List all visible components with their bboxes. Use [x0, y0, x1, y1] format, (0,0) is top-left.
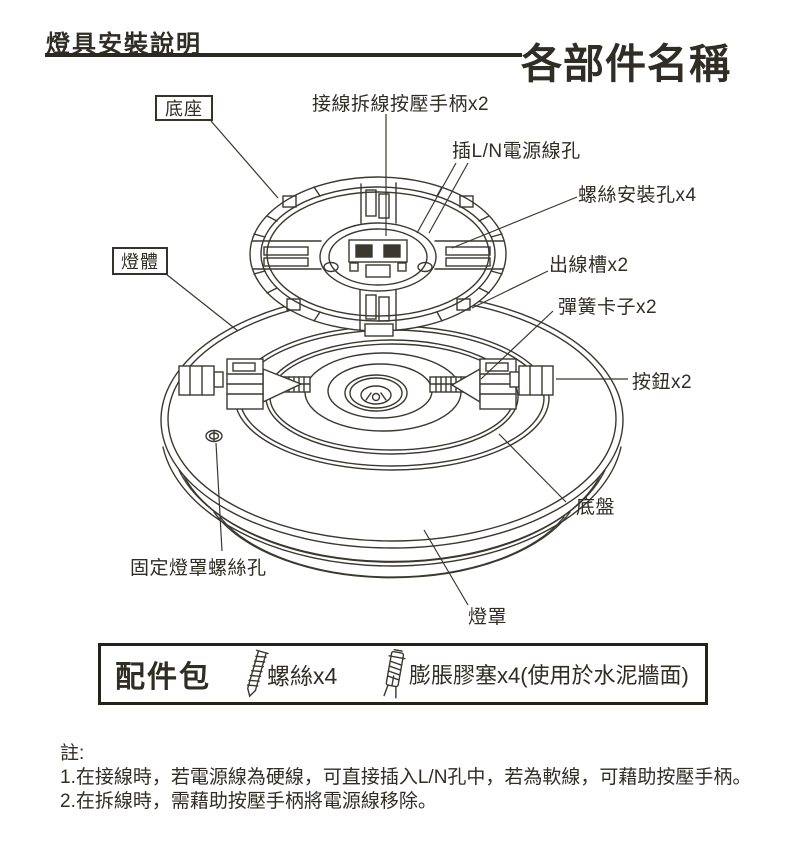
section-title: 各部件名稱: [521, 41, 731, 87]
leader-mount-base: [210, 120, 279, 199]
callout-lamp-body: 燈體: [112, 247, 168, 275]
leader-screw-mount-holes: [451, 196, 578, 249]
accessory-box: 配件包 螺絲x4: [98, 643, 708, 705]
leader-base-plate: [498, 433, 567, 503]
screw-icon: [246, 649, 269, 698]
callout-button: 按鈕x2: [632, 372, 693, 393]
leader-lamp-body: [165, 273, 239, 332]
callout-wire-outlet-slot: 出線槽x2: [549, 255, 629, 276]
leader-ln-hole-b: [428, 162, 469, 234]
callout-fix-screw-hole: 固定燈罩螺絲孔: [130, 558, 267, 579]
anchor-icon: [383, 648, 406, 699]
leader-lampshade: [423, 529, 469, 606]
footnote-line-1: 1.在接線時，若電源線為硬線，可直接插入L/N孔中，若為軟線，可藉助按壓手柄。: [60, 767, 752, 788]
accessory-anchor-label: 膨脹膠塞x4(使用於水泥牆面): [409, 663, 689, 688]
footnote-line-2: 2.在拆線時，需藉助按壓手柄將電源線移除。: [60, 791, 437, 812]
callout-ln-hole: 插L/N電源線孔: [452, 141, 581, 162]
leader-fix-screw-hole: [215, 442, 223, 552]
footnote-heading: 註:: [60, 743, 85, 764]
leader-ln-hole-a: [416, 162, 457, 234]
callout-press-handle: 接線拆線按壓手柄x2: [312, 94, 490, 115]
callout-base-plate: 底盤: [576, 497, 616, 518]
mount-base-drawing: [249, 176, 507, 337]
leader-wire-outlet-slot: [471, 270, 549, 309]
accessory-screw-label: 螺絲x4: [267, 663, 338, 689]
callout-spring-clip: 彈簧卡子x2: [558, 297, 658, 318]
leader-lines: [165, 114, 628, 606]
callout-screw-mount-holes: 螺絲安裝孔x4: [578, 185, 697, 206]
callout-mount-base: 底座: [155, 95, 213, 121]
footnotes: 註: 1.在接線時，若電源線為硬線，可直接插入L/N孔中，若為軟線，可藉助按壓手…: [60, 742, 751, 814]
accessory-box-title: 配件包: [115, 661, 211, 694]
callout-lampshade: 燈罩: [468, 607, 508, 628]
lamp-body-drawing: [160, 291, 624, 579]
leader-spring-clip: [480, 310, 554, 380]
title-underline: [45, 53, 522, 57]
